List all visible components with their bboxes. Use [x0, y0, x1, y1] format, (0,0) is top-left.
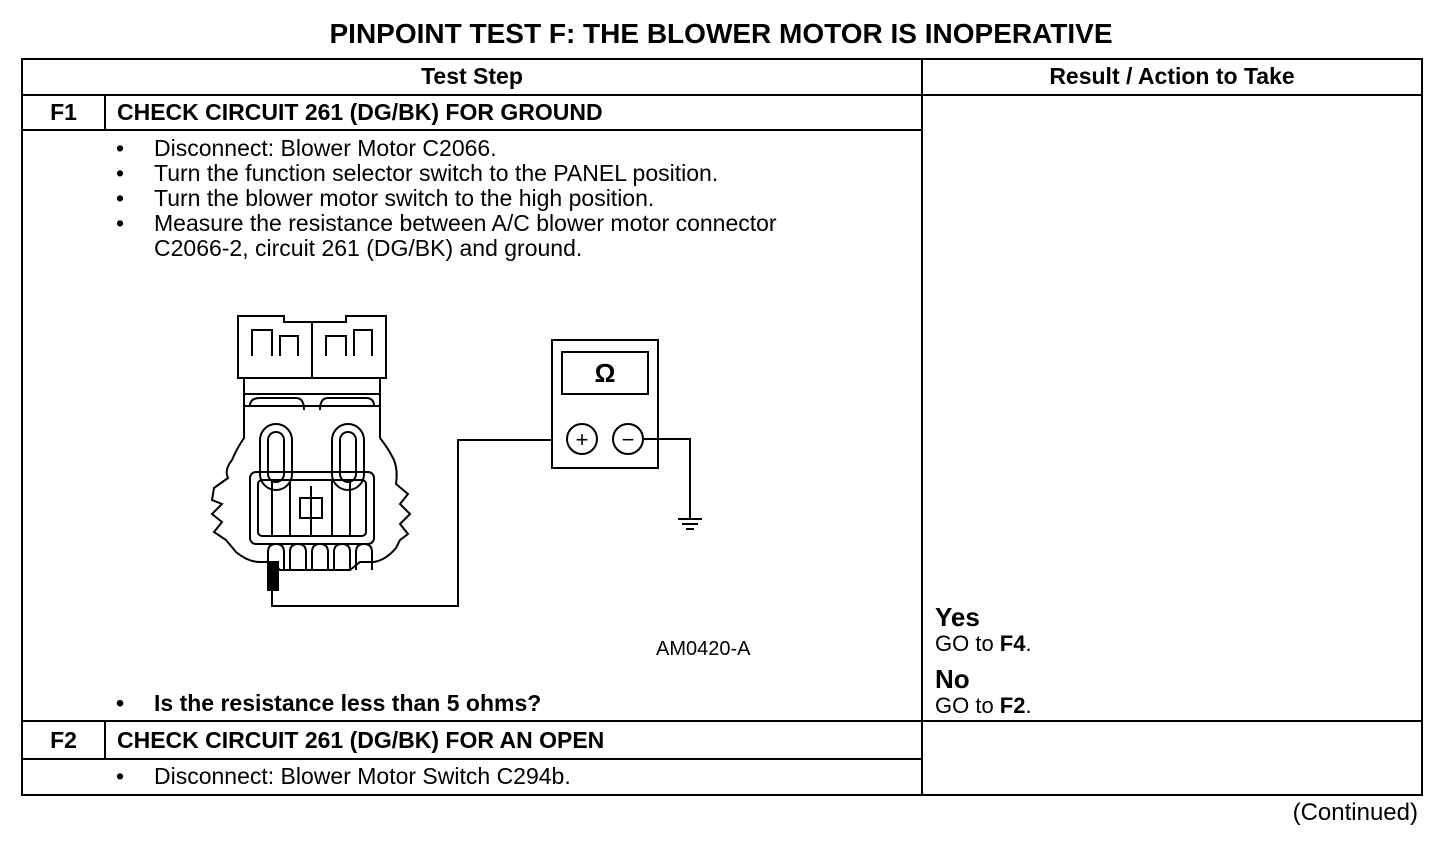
bullet-icon: • [116, 135, 125, 161]
terminal-housing [249, 471, 375, 545]
minus-icon: − [622, 427, 635, 452]
list-item: • Turn the function selector switch to th… [116, 161, 777, 186]
table-right-border [1421, 58, 1423, 796]
instruction-text: Turn the function selector switch to the… [154, 160, 719, 186]
ohmmeter [551, 339, 659, 469]
f1-heading: CHECK CIRCUIT 261 (DG/BK) FOR GROUND [117, 99, 603, 125]
no-action: GO to F2. [935, 693, 1032, 718]
instruction-text: Measure the resistance between A/C blowe… [154, 210, 777, 236]
bullet-icon: • [116, 690, 125, 716]
positive-test-lead [271, 439, 552, 607]
list-item: • Is the resistance less than 5 ohms? [116, 691, 541, 716]
table-left-border [21, 58, 23, 796]
bullet-icon: • [116, 160, 125, 186]
instruction-text: Disconnect: Blower Motor Switch C294b. [154, 763, 571, 789]
f1-results: Yes GO to F4. No GO to F2. [935, 603, 1032, 719]
result-header: Result / Action to Take [1049, 63, 1295, 89]
negative-test-lead [643, 438, 691, 518]
column-divider [921, 58, 923, 796]
test-step-header: Test Step [421, 63, 523, 89]
list-item: • Measure the resistance between A/C blow… [116, 211, 777, 236]
f1-question: • Is the resistance less than 5 ohms? [116, 691, 541, 716]
bullet-icon: • [116, 185, 125, 211]
f2-instructions: • Disconnect: Blower Motor Switch C294b. [116, 764, 571, 789]
f1-heading-divider [21, 129, 922, 131]
f1-step-id: F1 [50, 99, 77, 125]
f1-end-divider [21, 720, 1423, 722]
yes-label: Yes [935, 602, 980, 632]
f1-instructions: • Disconnect: Blower Motor C2066. • Turn t… [116, 136, 777, 261]
connector-measurement-diagram: Ω + − AM0420-A [210, 315, 751, 660]
list-item-continuation: C2066-2, circuit 261 (DG/BK) and ground. [116, 236, 777, 261]
instruction-text: C2066-2, circuit 261 (DG/BK) and ground. [154, 235, 583, 261]
list-item: • Disconnect: Blower Motor C2066. [116, 136, 777, 161]
page-title: PINPOINT TEST F: THE BLOWER MOTOR IS INO… [329, 18, 1113, 49]
continued-label: (Continued) [1292, 799, 1418, 826]
instruction-text: Turn the blower motor switch to the high… [154, 185, 655, 211]
header-divider [21, 94, 1423, 96]
connector-top-block [237, 315, 387, 379]
figure-id: AM0420-A [656, 638, 751, 660]
plus-icon: + [576, 427, 589, 452]
no-label: No [935, 664, 970, 694]
f2-id-divider [104, 720, 106, 760]
yes-target-link[interactable]: F4 [999, 631, 1026, 656]
connector-neck [243, 378, 381, 406]
bullet-icon: • [116, 763, 125, 789]
yes-action: GO to F4. [935, 631, 1032, 656]
no-target-link[interactable]: F2 [999, 693, 1026, 718]
list-item: • Disconnect: Blower Motor Switch C294b. [116, 764, 571, 789]
list-item: • Turn the blower motor switch to the hig… [116, 186, 777, 211]
f2-heading-divider [21, 758, 922, 760]
f2-heading: CHECK CIRCUIT 261 (DG/BK) FOR AN OPEN [117, 727, 605, 753]
f1-id-divider [104, 94, 106, 131]
table-bottom-border [21, 794, 1423, 796]
question-text: Is the resistance less than 5 ohms? [154, 690, 542, 716]
instruction-text: Disconnect: Blower Motor C2066. [154, 135, 497, 161]
f2-step-id: F2 [50, 727, 77, 753]
probe-tip [267, 561, 279, 591]
bullet-icon: • [116, 210, 125, 236]
table-top-border [21, 58, 1423, 60]
ohm-icon: Ω [595, 358, 616, 388]
connector-body [210, 405, 412, 571]
